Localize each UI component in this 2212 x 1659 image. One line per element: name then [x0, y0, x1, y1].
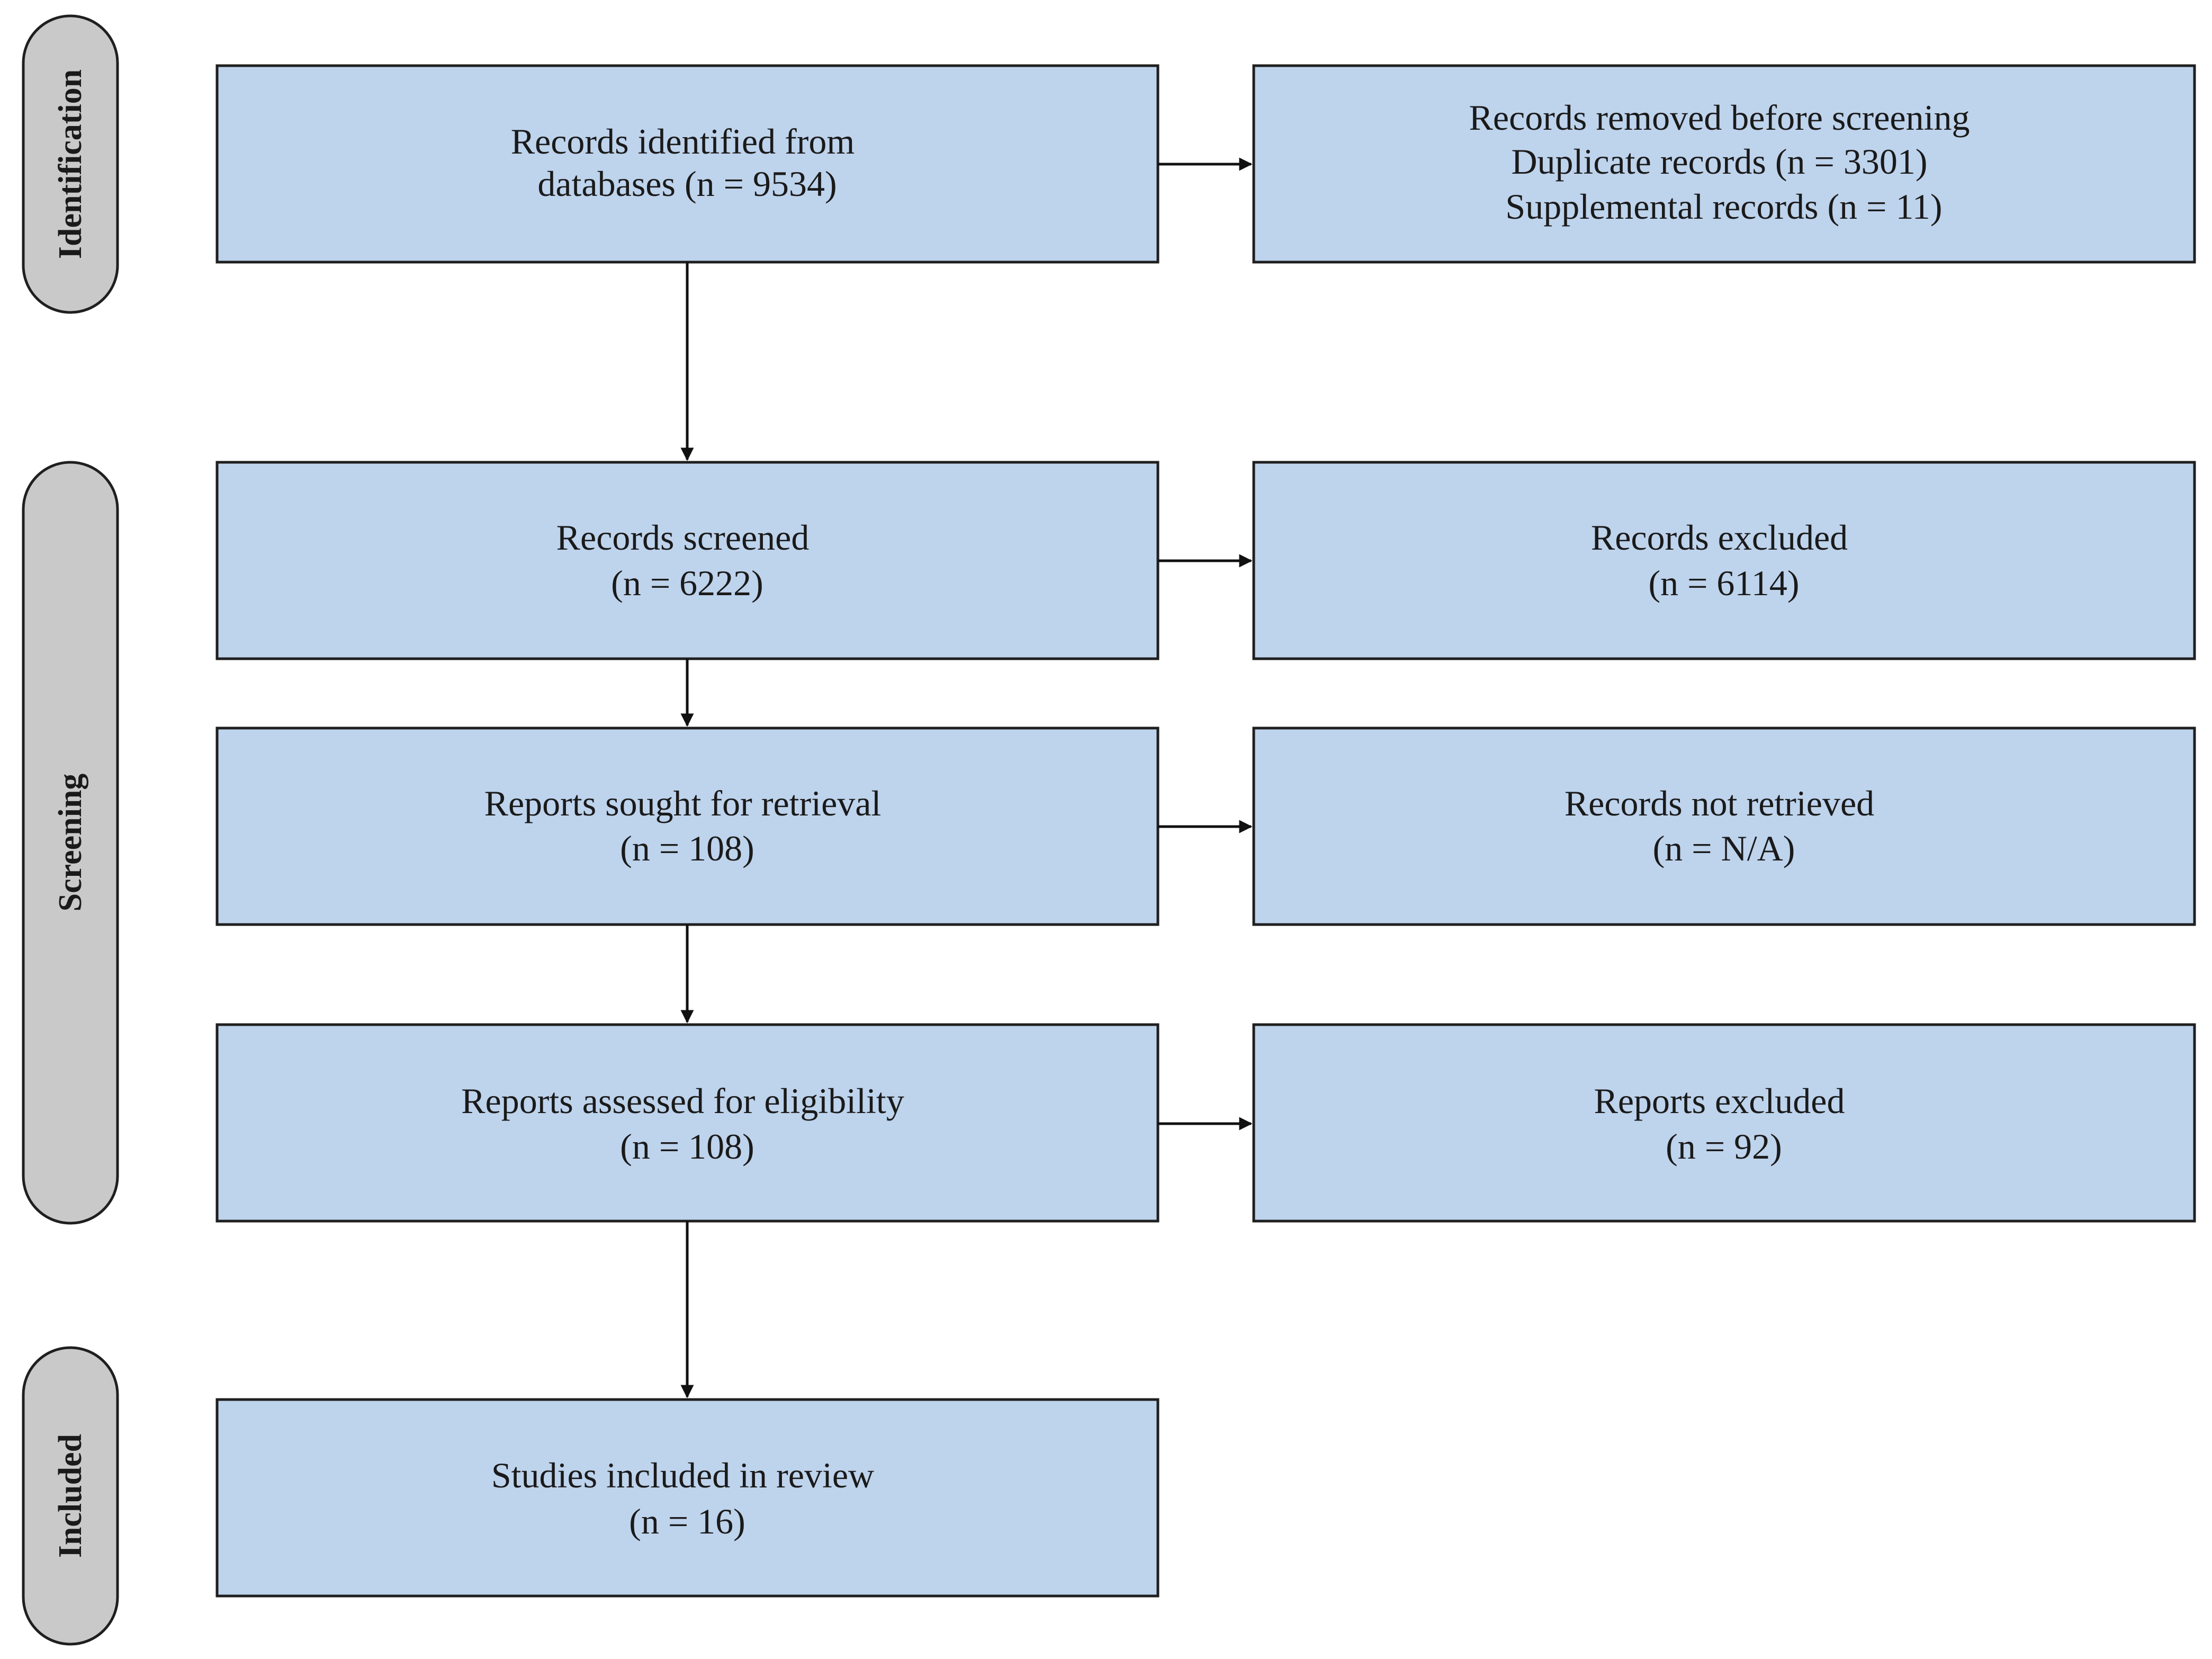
svg-text:Records removed before screeni: Records removed before screening Duplica… [1469, 97, 1979, 227]
svg-text:Reports excluded (n = 92: Reports excluded (n = 92) [1594, 1081, 1854, 1167]
box-records-removed-line-2: Duplicate records (n = 3301) [1511, 141, 1927, 182]
box-records-screened-line-2: (n = 6222) [611, 563, 763, 603]
box-reports-excluded-line-1: Reports excluded [1594, 1081, 1845, 1121]
box-records-not-retrieved: Records not retrieved (n = N/A) [1252, 727, 2196, 926]
box-reports-sought-line-2: (n = 108) [620, 828, 754, 868]
phase-identification-label: Identification [52, 69, 88, 259]
box-records-not-retrieved-line-1: Records not retrieved [1564, 783, 1874, 823]
phase-screening-label: Screening [52, 774, 88, 912]
box-reports-assessed-line-1: Reports assessed for eligibility [461, 1081, 904, 1121]
box-reports-excluded-line-2: (n = 92) [1666, 1126, 1782, 1167]
box-records-removed-line-1: Records removed before screening [1469, 97, 1970, 138]
svg-text:Reports assessed for eligibili: Reports assessed for eligibility (n = 10… [461, 1081, 913, 1167]
box-records-excluded: Records excluded (n = 6114) [1252, 461, 2196, 660]
box-records-removed-line-3: Supplemental records (n = 11) [1505, 186, 1942, 227]
phase-included: Included [22, 1346, 119, 1646]
box-reports-assessed: Reports assessed for eligibility (n = 10… [215, 1023, 1159, 1223]
box-records-screened-line-1: Records screened [556, 517, 810, 558]
box-studies-included-line-1: Studies included in review [491, 1455, 874, 1495]
svg-text:Studies included in review: Studies included in review (n = 16) [491, 1455, 883, 1541]
box-records-identified: Records identified from databases (n = 9… [215, 64, 1159, 264]
box-reports-sought: Reports sought for retrieval (n = 108) [215, 727, 1159, 926]
svg-text:Records screened (n = 62: Records screened (n = 6222) [556, 517, 819, 603]
box-studies-included-line-2: (n = 16) [629, 1501, 745, 1541]
svg-text:Records identified from: Records identified from databases (n = 9… [511, 121, 864, 204]
box-records-excluded-line-1: Records excluded [1591, 517, 1848, 558]
box-records-excluded-line-2: (n = 6114) [1648, 563, 1799, 603]
box-records-identified-line-1: Records identified from [511, 121, 855, 162]
box-records-screened: Records screened (n = 6222) [215, 461, 1159, 660]
box-records-identified-line-2: databases (n = 9534) [537, 164, 837, 204]
box-records-removed: Records removed before screening Duplica… [1252, 64, 2196, 264]
svg-text:Reports sought for retrieval: Reports sought for retrieval (n = 108) [484, 783, 891, 868]
phase-included-label: Included [52, 1434, 88, 1558]
box-studies-included: Studies included in review (n = 16) [215, 1398, 1159, 1598]
phase-screening: Screening [22, 461, 119, 1225]
box-reports-excluded: Reports excluded (n = 92) [1252, 1023, 2196, 1223]
box-records-not-retrieved-line-2: (n = N/A) [1653, 828, 1795, 868]
box-reports-sought-line-1: Reports sought for retrieval [484, 783, 882, 823]
svg-text:Records not retrieved (n: Records not retrieved (n = N/A) [1564, 783, 1883, 868]
phase-identification: Identification [22, 14, 119, 314]
svg-text:Records excluded (n = 61: Records excluded (n = 6114) [1591, 517, 1857, 603]
box-reports-assessed-line-2: (n = 108) [620, 1126, 754, 1167]
